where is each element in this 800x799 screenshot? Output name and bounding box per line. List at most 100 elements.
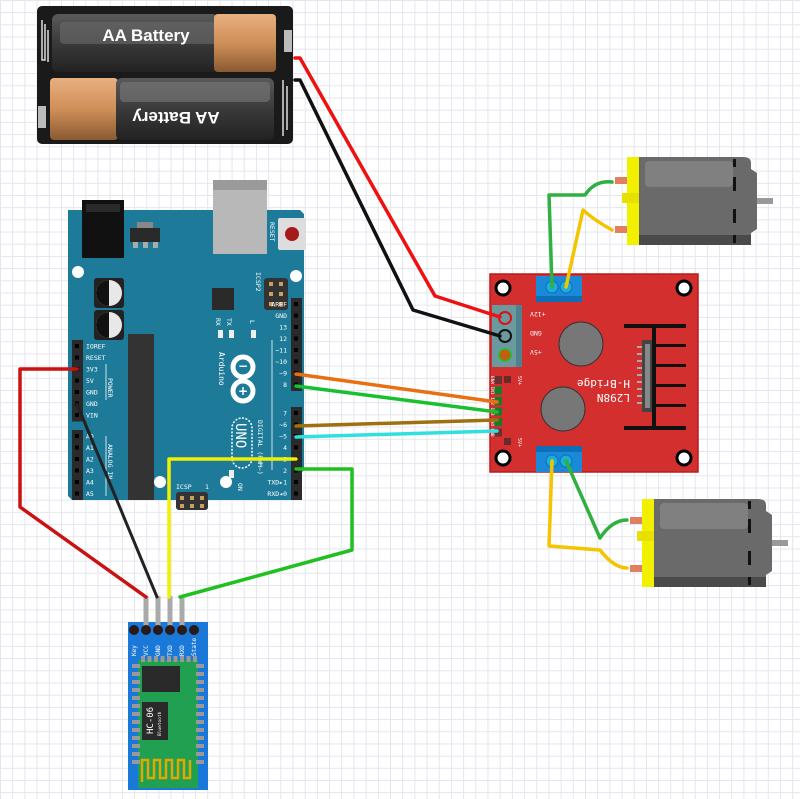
pin-label: RESET (86, 354, 106, 362)
control-pin[interactable] (494, 418, 502, 426)
analog-header-label: ANALOG IN (106, 444, 114, 479)
header-pin[interactable] (294, 325, 298, 329)
header-pin[interactable] (294, 336, 298, 341)
wire-pin9-in2[interactable] (294, 384, 499, 414)
header-pin[interactable] (294, 302, 298, 306)
header-pin[interactable] (75, 344, 79, 348)
capacitor (540, 386, 586, 432)
plus-5v-label: +5V (530, 348, 542, 356)
pin-hole[interactable] (165, 625, 175, 635)
motor-a-terminal (536, 276, 582, 302)
wire-motor1-a[interactable] (547, 180, 614, 289)
header-pin[interactable] (294, 411, 298, 415)
spring-icon (41, 20, 49, 62)
reset-button-cap[interactable] (285, 227, 299, 241)
side-pads (132, 656, 204, 764)
battery-pack[interactable]: AA Battery AA Battery (37, 6, 293, 144)
pin-label: 12 (279, 335, 287, 343)
brand-label: Arduino (217, 352, 226, 386)
mounting-hole (220, 476, 232, 488)
control-pin[interactable] (494, 376, 502, 384)
battery-cell-2: AA Battery (38, 78, 274, 140)
header-pin[interactable] (75, 413, 79, 417)
header-pin[interactable] (294, 348, 298, 352)
header-pin[interactable] (75, 390, 79, 394)
pin-label: 5V (86, 377, 94, 385)
pin-label: 7 (283, 410, 287, 418)
l-led (251, 330, 256, 338)
pin-hole[interactable] (177, 625, 187, 635)
control-pin-label: ENA (489, 376, 495, 384)
pin-label: ~9 (279, 370, 287, 378)
pin-label: RXD◂0 (267, 490, 287, 498)
wire-motor2-b[interactable] (547, 459, 629, 570)
pin-label: ~11 (275, 347, 287, 355)
mounting-hole (675, 279, 693, 297)
arduino-uno-board[interactable]: RESET ICSP2 RX TX L (68, 180, 306, 510)
header-pin[interactable] (294, 313, 298, 318)
wire-pin3-txd[interactable] (167, 457, 298, 599)
icsp-label: ICSP (176, 483, 192, 491)
wire-pin10-in1[interactable] (294, 372, 499, 404)
capacitor (94, 310, 124, 340)
wire-motor1-b[interactable] (564, 208, 614, 289)
icsp-pin1-label: 1 (205, 483, 209, 491)
pin-label: ~10 (275, 358, 287, 366)
mounting-hole (494, 449, 512, 467)
l298n-h-bridge[interactable]: +12V GND +5V L298N H-Bridge ENAIN1IN2IN3… (489, 273, 699, 473)
header-pin[interactable] (75, 434, 79, 438)
wire-motor2-a[interactable] (564, 459, 629, 540)
gnd-label: GND (530, 329, 542, 337)
control-pin[interactable] (494, 428, 502, 437)
header-pin[interactable] (75, 468, 79, 473)
uno-badge (231, 417, 253, 469)
pin-leg (179, 596, 185, 626)
mounting-hole (494, 279, 512, 297)
jumper (504, 438, 511, 445)
wire-battery-positive[interactable] (293, 56, 502, 319)
pin-hole[interactable] (141, 625, 151, 635)
usb-chip (212, 288, 234, 310)
header-pin[interactable] (75, 457, 79, 461)
l-label: L (248, 320, 256, 324)
header-pin[interactable] (75, 378, 79, 383)
wire-pin6-in3[interactable] (294, 418, 499, 428)
wire-pin5-in4[interactable] (294, 429, 499, 439)
pin-hole[interactable] (153, 625, 163, 635)
pin-label: TXD (167, 645, 174, 656)
control-pin-label: IN1 (489, 387, 495, 395)
chip-pins (637, 346, 642, 404)
header-pin[interactable] (75, 445, 79, 450)
wire-pin2-rxd[interactable] (178, 467, 354, 599)
pin-hole[interactable] (189, 625, 199, 635)
header-pin[interactable] (294, 480, 298, 484)
pin-label: A1 (86, 444, 94, 452)
dc-motor-2[interactable] (630, 499, 788, 587)
motor-terminal (615, 226, 627, 233)
control-pin[interactable] (494, 386, 502, 395)
header-pin[interactable] (294, 359, 298, 364)
tx-label: TX (225, 318, 233, 326)
wire-battery-negative[interactable] (293, 78, 502, 338)
dc-motor-1[interactable] (615, 157, 773, 245)
control-pin-label: IN4 (489, 418, 495, 426)
pin-label: A4 (86, 479, 94, 487)
pin-leg (143, 596, 149, 626)
header-pin[interactable] (75, 480, 79, 484)
pin-label: GND (155, 645, 162, 656)
voltage-regulator (130, 228, 160, 242)
header-pin[interactable] (294, 445, 298, 450)
header-pin[interactable] (294, 491, 298, 496)
pin-hole[interactable] (129, 625, 139, 635)
header-pin[interactable] (75, 491, 79, 496)
pin-label: 8 (283, 381, 287, 389)
header-pin[interactable] (75, 355, 79, 360)
wire-3v3-vcc[interactable] (18, 367, 148, 599)
usb-port (213, 180, 267, 254)
heatsink (624, 324, 686, 430)
motor-terminal (615, 177, 627, 184)
wire-gnd-gnd[interactable] (75, 402, 159, 599)
capacitor (94, 278, 124, 308)
